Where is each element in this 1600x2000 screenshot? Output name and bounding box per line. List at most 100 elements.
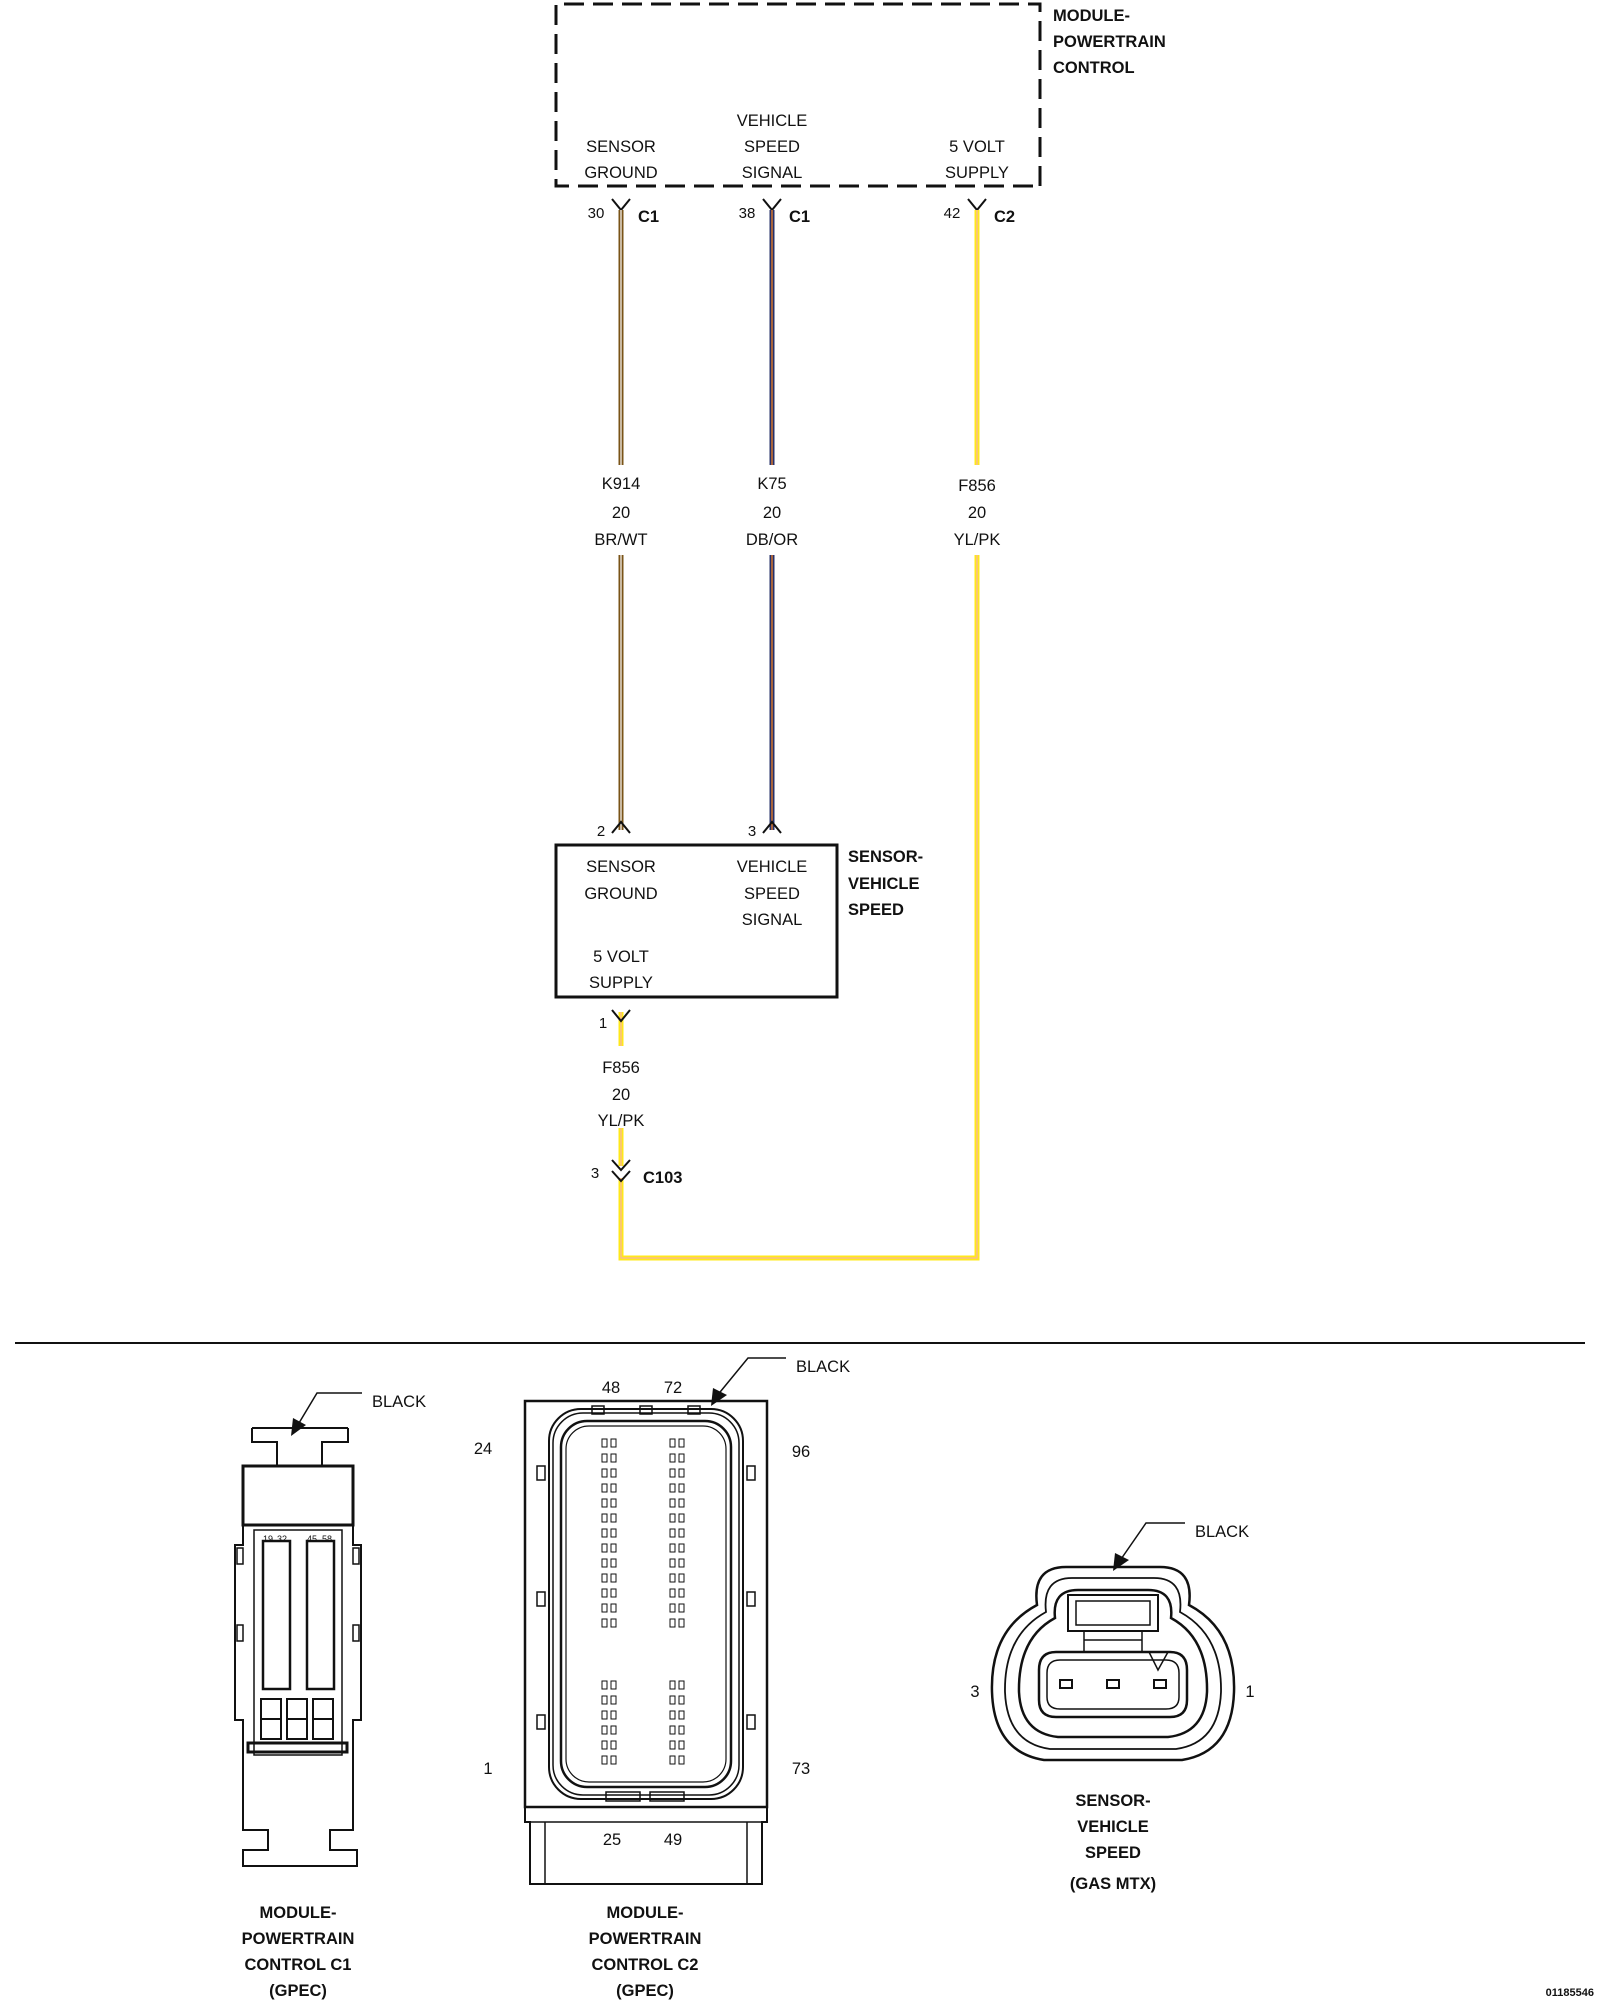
c2-cavity — [601, 1513, 608, 1523]
c2-cavity — [669, 1498, 676, 1508]
c2-cavity — [678, 1588, 685, 1598]
sensor-5v-label-1: 5 VOLT — [593, 948, 649, 966]
c1-title-line2: POWERTRAIN — [242, 1930, 355, 1948]
c2-cavity — [678, 1528, 685, 1538]
c1-title-line3: CONTROL C1 — [245, 1956, 352, 1974]
sensor-module: SENSOR- VEHICLE SPEED SENSOR GROUND VEHI… — [554, 843, 923, 999]
c2-cavity — [678, 1725, 685, 1735]
c2-title-line2: POWERTRAIN — [589, 1930, 702, 1948]
pcm-5v-label-2: SUPPLY — [945, 164, 1009, 182]
c2-cavity — [669, 1558, 676, 1568]
c2-pin-73: 73 — [792, 1760, 810, 1778]
c2-title-line4: (GPEC) — [616, 1982, 674, 2000]
c2-cavity — [678, 1740, 685, 1750]
pcm-module: MODULE- POWERTRAIN CONTROL SENSOR GROUND… — [554, 2, 1166, 188]
connector-view-c2: BLACK 48 72 24 96 1 73 25 49 MO — [474, 1357, 850, 2000]
connector-view-sensor: BLACK 3 1 SENSOR- VEHICLE SPEED (GAS MTX… — [970, 1522, 1255, 1893]
c2-cavity — [601, 1468, 608, 1478]
c1-title-line1: MODULE- — [260, 1904, 337, 1922]
c2-cavity — [678, 1573, 685, 1583]
c2-cavity — [610, 1680, 617, 1690]
sensor-view-title-line4: (GAS MTX) — [1070, 1875, 1156, 1893]
sensor-vss-label-1: VEHICLE — [737, 858, 808, 876]
c2-cavity — [669, 1710, 676, 1720]
wire-k914: K914 20 BR/WT — [594, 210, 648, 830]
pin-number: 30 — [588, 205, 605, 222]
c2-cavity — [601, 1695, 608, 1705]
c2-cavity — [610, 1438, 617, 1448]
sensor-view-title-line2: VEHICLE — [1077, 1818, 1149, 1836]
c1-title-line4: (GPEC) — [269, 1982, 327, 2000]
c2-cavity — [601, 1740, 608, 1750]
c2-cavity — [601, 1483, 608, 1493]
c1-cavity-58: 58 — [322, 1534, 332, 1544]
c2-cavity — [669, 1543, 676, 1553]
sensor-title-line1: SENSOR- — [848, 848, 923, 866]
sensor-vss-label-2: SPEED — [744, 885, 800, 903]
sensor-pin-1: 1 — [599, 1009, 631, 1032]
pcm-pin-38: 38 C1 — [739, 198, 810, 226]
pin-number: 42 — [944, 205, 961, 222]
pcm-pin-30: 30 C1 — [588, 198, 659, 226]
c2-cavity — [669, 1588, 676, 1598]
sensor-title-line3: SPEED — [848, 901, 904, 919]
c1-color-label: BLACK — [372, 1393, 426, 1411]
c2-cavity — [601, 1543, 608, 1553]
c2-cavity — [669, 1695, 676, 1705]
c2-cavity — [678, 1438, 685, 1448]
sensor-view-title-line3: SPEED — [1085, 1844, 1141, 1862]
pcm-title-line2: POWERTRAIN — [1053, 33, 1166, 51]
c2-cavity — [610, 1725, 617, 1735]
c2-cavity — [669, 1528, 676, 1538]
sensor-pin-2: 2 — [597, 820, 631, 840]
connector-label: C1 — [789, 208, 810, 226]
pin-number: 1 — [599, 1015, 607, 1032]
pcm-sensor-ground-label-1: SENSOR — [586, 138, 656, 156]
c1-cavity-32: 32 — [277, 1534, 287, 1544]
c2-cavity — [678, 1513, 685, 1523]
wire-k75: K75 20 DB/OR — [746, 210, 798, 830]
wire-f856-main: F856 20 YL/PK — [618, 210, 1000, 1261]
c2-cavity — [678, 1483, 685, 1493]
c2-pin-49: 49 — [664, 1831, 682, 1849]
c2-cavity — [669, 1603, 676, 1613]
c2-cavity — [601, 1710, 608, 1720]
c2-cavity — [678, 1543, 685, 1553]
c2-cavity — [610, 1603, 617, 1613]
pcm-vss-label-1: VEHICLE — [737, 112, 808, 130]
c2-cavity — [610, 1543, 617, 1553]
c2-cavity — [678, 1695, 685, 1705]
c1-cavity-19: 19 — [263, 1534, 273, 1544]
wire-color: DB/OR — [746, 531, 798, 549]
c2-title-line3: CONTROL C2 — [592, 1956, 699, 1974]
c2-cavity — [610, 1558, 617, 1568]
wire-circuit: K75 — [757, 475, 786, 493]
sensor-ground-label-2: GROUND — [584, 885, 657, 903]
c2-cavity — [601, 1453, 608, 1463]
c2-cavity — [678, 1710, 685, 1720]
sensor-5v-label-2: SUPPLY — [589, 974, 653, 992]
c2-cavity — [678, 1468, 685, 1478]
inline-connector-c103: 3 C103 — [591, 1159, 682, 1187]
c2-cavity — [669, 1513, 676, 1523]
sensor-view-pin-1: 1 — [1245, 1683, 1254, 1701]
c2-pin-48: 48 — [602, 1379, 620, 1397]
c2-cavity — [669, 1453, 676, 1463]
connector-label: C2 — [994, 208, 1015, 226]
c2-cavity — [678, 1498, 685, 1508]
c2-cavity — [678, 1755, 685, 1765]
c2-cavity — [669, 1618, 676, 1628]
wire-gauge: 20 — [612, 1086, 630, 1104]
pin-number: 3 — [748, 823, 756, 840]
c2-cavity — [610, 1710, 617, 1720]
pcm-vss-label-3: SIGNAL — [742, 164, 803, 182]
c2-cavity — [601, 1573, 608, 1583]
c2-cavity-grid — [601, 1438, 685, 1765]
pcm-title-line1: MODULE- — [1053, 7, 1130, 25]
connector-view-c1: BLACK 19 32 45 58 MODULE- POWERTRAIN CON… — [234, 1392, 426, 2000]
c2-cavity — [601, 1558, 608, 1568]
c2-cavity — [610, 1588, 617, 1598]
pcm-5v-label-1: 5 VOLT — [949, 138, 1005, 156]
wire-circuit: K914 — [602, 475, 641, 493]
